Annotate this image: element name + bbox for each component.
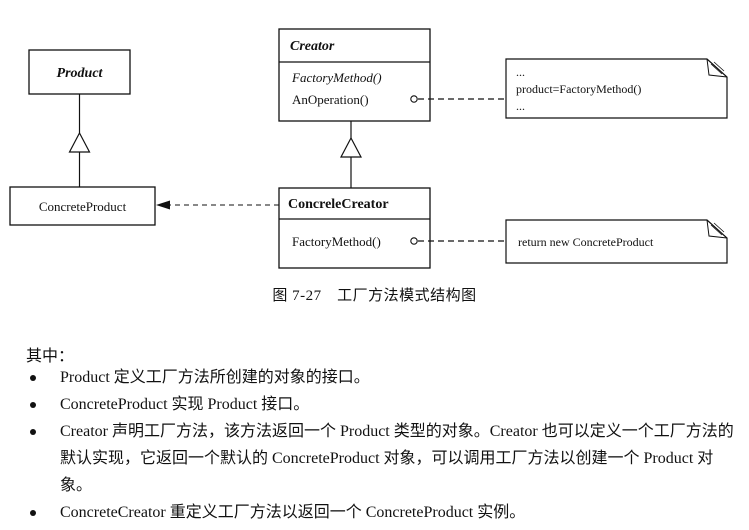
bullet-icon <box>30 402 36 408</box>
concrete-creator-note-line-1: return new ConcreteProduct <box>518 235 654 249</box>
concrete-creator-operation-factory-method: FactoryMethod() <box>292 234 381 249</box>
bullet-icon <box>30 510 36 516</box>
list-item-text: Creator 声明工厂方法，该方法返回一个 Product 类型的对象。Cre… <box>60 423 734 494</box>
intro-label: 其中： <box>26 348 75 365</box>
concrete-creator-note-anchor <box>410 237 418 245</box>
description-list: Product 定义工厂方法所创建的对象的接口。 ConcreteProduct… <box>26 364 742 526</box>
list-item-text: ConcreteCreator 重定义工厂方法以返回一个 ConcretePro… <box>60 504 526 521</box>
inheritance-product <box>68 94 91 187</box>
list-item: Creator 声明工厂方法，该方法返回一个 Product 类型的对象。Cre… <box>26 418 742 499</box>
list-item: ConcreteProduct 实现 Product 接口。 <box>26 391 742 418</box>
bullet-icon <box>30 429 36 435</box>
list-item: ConcreteCreator 重定义工厂方法以返回一个 ConcretePro… <box>26 499 742 526</box>
creator-operation-factory-method: FactoryMethod() <box>291 70 382 85</box>
product-class: Product <box>28 49 131 95</box>
creator-note: ... product=FactoryMethod() ... <box>505 58 728 119</box>
creator-note-line-1: ... <box>516 65 525 79</box>
creator-class-name: Creator <box>290 39 335 54</box>
figure-caption: 图 7-27 工厂方法模式结构图 <box>272 288 477 304</box>
list-item-text: Product 定义工厂方法所创建的对象的接口。 <box>60 369 370 386</box>
concrete-creator-class-name: ConcreleCreator <box>288 197 389 212</box>
creator-operation-an-operation: AnOperation() <box>292 92 369 107</box>
dependency-arrow <box>156 200 279 210</box>
concrete-product-class-name: ConcreteProduct <box>39 199 127 214</box>
concrete-product-class: ConcreteProduct <box>9 186 156 226</box>
creator-class: Creator FactoryMethod() AnOperation() <box>278 28 431 122</box>
bullet-icon <box>30 375 36 381</box>
product-class-name: Product <box>57 66 104 81</box>
concrete-creator-note: return new ConcreteProduct <box>505 219 728 264</box>
creator-note-anchor <box>410 95 418 103</box>
list-item-text: ConcreteProduct 实现 Product 接口。 <box>60 396 310 413</box>
creator-note-line-3: ... <box>516 99 525 113</box>
concrete-creator-class: ConcreleCreator FactoryMethod() <box>278 187 431 269</box>
inheritance-creator <box>340 121 362 188</box>
factory-method-diagram: Product ConcreteProduct Creator FactoryM… <box>9 28 728 269</box>
list-item: Product 定义工厂方法所创建的对象的接口。 <box>26 364 742 391</box>
creator-note-line-2: product=FactoryMethod() <box>516 82 641 96</box>
